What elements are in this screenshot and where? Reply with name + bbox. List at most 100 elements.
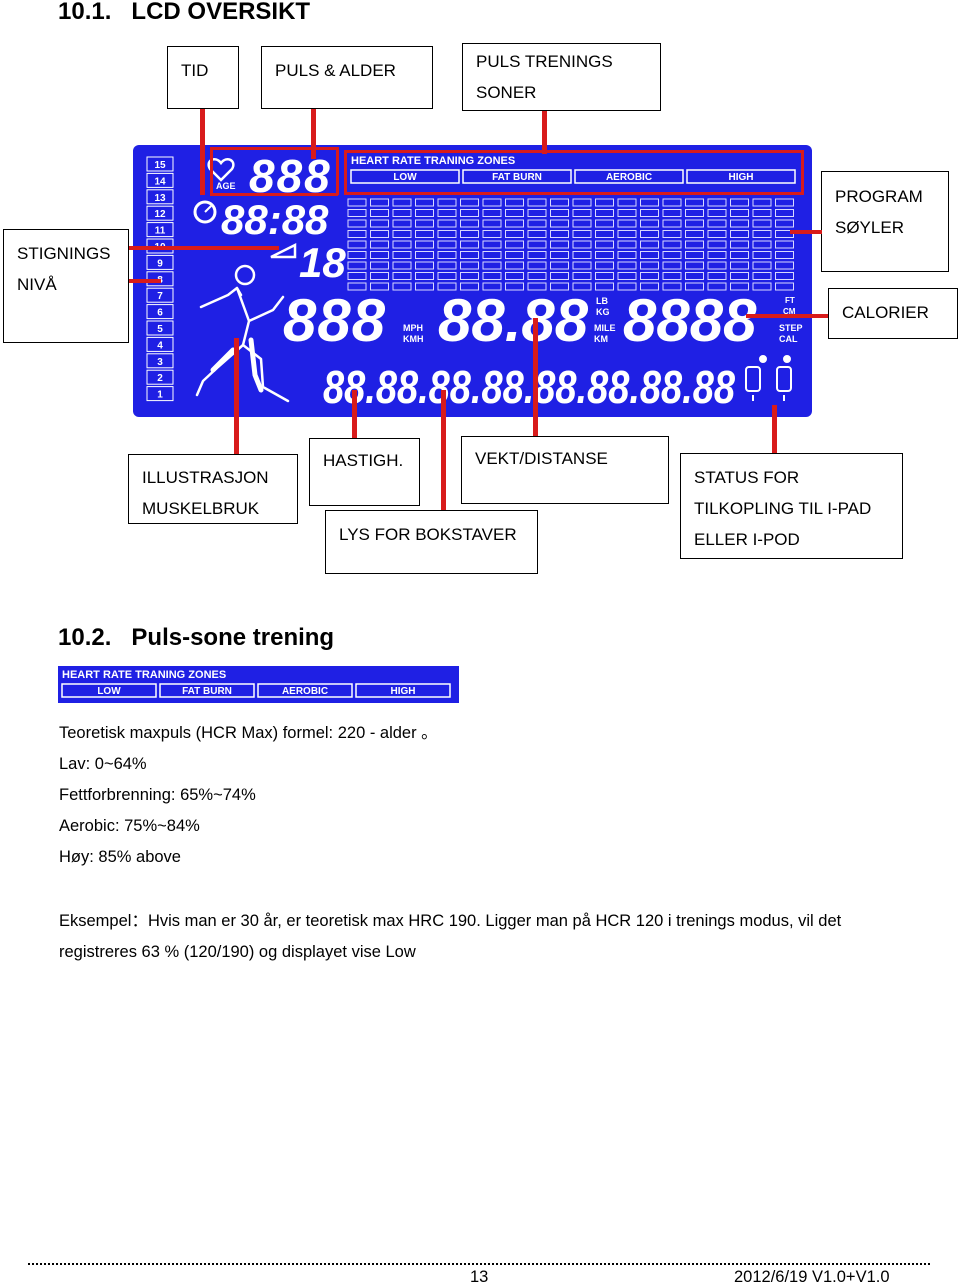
section-heading-1: 10.1. LCD OVERSIKT: [58, 0, 310, 26]
program-cell: [370, 209, 389, 217]
program-cell: [775, 282, 794, 291]
program-cell: [707, 219, 727, 228]
program-cell: [370, 261, 389, 270]
section-heading-2: 10.2. Puls-sone trening: [58, 624, 334, 652]
program-cell: [640, 219, 659, 228]
incline-icon: [270, 242, 297, 259]
label-puls-trenings-soner: PULS TRENINGS SONER: [462, 43, 661, 111]
program-cell: [392, 282, 412, 291]
zone-low-text: Lav: 0~64%: [59, 755, 147, 773]
program-cell: [730, 209, 749, 217]
program-cell: [685, 198, 704, 207]
program-cell: [640, 261, 659, 270]
program-cell: [730, 282, 749, 291]
program-cell: [370, 230, 389, 238]
runner-figure: [195, 264, 290, 403]
program-cell: [550, 240, 569, 249]
level-label: 5: [157, 324, 163, 335]
label-status-tilkopling: STATUS FOR TILKOPLING TIL I-PAD ELLER I-…: [680, 453, 903, 559]
callout-line: [746, 314, 828, 318]
callout-outline: [344, 150, 347, 194]
program-cell: [460, 272, 479, 280]
program-cell: [662, 251, 682, 259]
program-cell: [662, 282, 682, 291]
formula-text: Teoretisk maxpuls (HCR Max) formel: 220 …: [59, 724, 438, 742]
label-text: VEKT/DISTANSE: [475, 449, 608, 468]
callout-line: [352, 390, 357, 438]
program-cell: [640, 282, 659, 291]
program-cell: [550, 261, 569, 270]
label-text: PULS TRENINGS: [476, 52, 613, 71]
program-cell: [617, 251, 637, 259]
program-cell: [662, 240, 682, 249]
program-cell: [437, 209, 457, 217]
program-cell: [370, 198, 389, 207]
zone-box: [61, 683, 157, 698]
program-cell: [685, 251, 704, 259]
program-cell: [685, 261, 704, 270]
zone-box: [686, 169, 796, 184]
program-cell: [685, 240, 704, 249]
label-text: PROGRAM: [835, 187, 923, 206]
program-cell: [640, 251, 659, 259]
callout-outline: [210, 147, 338, 150]
program-cell: [752, 251, 772, 259]
program-cell: [392, 209, 412, 217]
zone-high-text: Høy: 85% above: [59, 848, 181, 866]
heart-icon: [207, 158, 235, 182]
zones-strip-header: HEART RATE TRANING ZONES: [62, 669, 226, 681]
program-cell: [707, 272, 727, 280]
level-cell: [146, 386, 174, 402]
label-program-soyler: PROGRAM SØYLER: [821, 171, 949, 272]
zone-label: AEROBIC: [282, 686, 328, 697]
program-cell: [752, 261, 772, 270]
zone-box: [574, 169, 684, 184]
program-cell: [572, 198, 592, 207]
program-cell: [752, 282, 772, 291]
program-cell: [505, 272, 524, 280]
program-cell: [482, 272, 502, 280]
level-cell: [146, 369, 174, 385]
program-cell: [527, 219, 547, 228]
program-cell: [460, 198, 479, 207]
program-cell: [437, 240, 457, 249]
program-cell: [572, 251, 592, 259]
callout-outline: [210, 193, 338, 196]
callout-outline: [344, 150, 804, 153]
program-cell: [370, 240, 389, 249]
program-cell: [775, 198, 794, 207]
program-cell: [347, 261, 367, 270]
level-cell: [146, 189, 174, 205]
level-cell: [146, 271, 174, 287]
program-cell: [505, 209, 524, 217]
program-cell: [730, 198, 749, 207]
program-cell: [347, 219, 367, 228]
label-text: MUSKELBRUK: [142, 499, 260, 518]
program-cell: [640, 198, 659, 207]
program-cell: [595, 251, 614, 259]
program-cell: [775, 230, 794, 238]
label-text: TID: [181, 61, 209, 80]
label-text: PULS & ALDER: [275, 61, 396, 80]
program-cell: [595, 198, 614, 207]
label-text: STIGNINGS: [17, 244, 111, 263]
level-cell: [146, 254, 174, 270]
unit-mph: MPH: [403, 323, 423, 333]
program-cell: [415, 230, 434, 238]
zone-label: HIGH: [391, 686, 416, 697]
program-cell: [572, 219, 592, 228]
level-label: 4: [157, 340, 163, 351]
program-cell: [460, 251, 479, 259]
program-cell: [752, 240, 772, 249]
program-cell: [347, 282, 367, 291]
program-cell: [617, 198, 637, 207]
program-cell: [437, 251, 457, 259]
label-stignings-niva: STIGNINGS NIVÅ: [3, 229, 129, 343]
footer-divider: [28, 1263, 930, 1265]
callout-line: [311, 109, 316, 159]
program-cell: [572, 209, 592, 217]
program-cell: [550, 282, 569, 291]
label-text: SØYLER: [835, 218, 904, 237]
